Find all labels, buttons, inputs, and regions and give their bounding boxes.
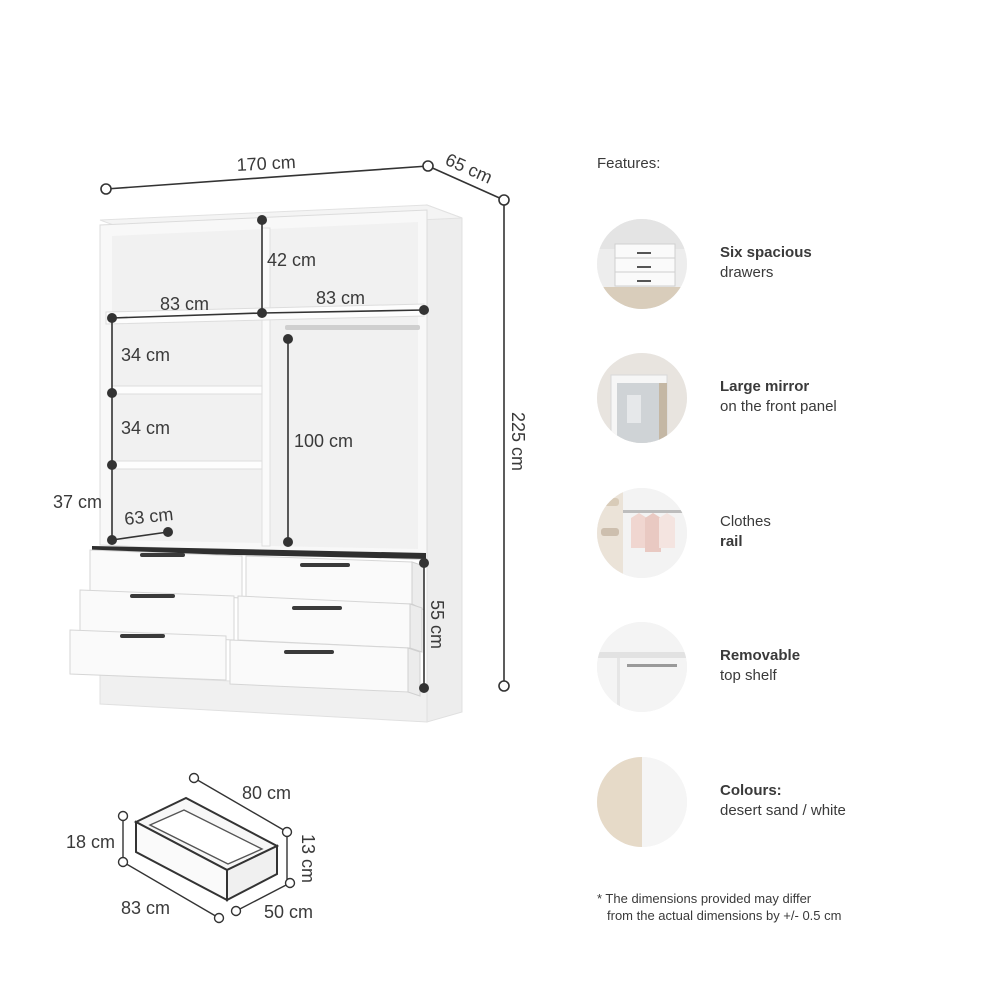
mirror-thumbnail xyxy=(597,353,687,443)
dim-shelf-gap-2-label: 34 cm xyxy=(121,418,170,438)
feature-colours-bold: Colours: xyxy=(720,782,782,799)
note-line-1: * The dimensions provided may differ xyxy=(597,891,812,906)
drawer-4-side xyxy=(409,603,423,653)
clothes-rail xyxy=(285,325,420,330)
feature-rail-bold: rail xyxy=(720,533,743,550)
drawer-handle xyxy=(120,634,165,638)
features-title: Features: xyxy=(597,155,661,172)
drawers-thumbnail xyxy=(597,219,687,309)
feature-rail: Clothes rail xyxy=(597,488,977,578)
rail-thumbnail xyxy=(597,488,687,578)
dim-left-width-label: 83 cm xyxy=(160,294,209,314)
drawer-box-inner xyxy=(148,809,264,865)
dim-width-label: 170 cm xyxy=(236,152,296,175)
colours-thumbnail xyxy=(597,757,687,847)
feature-drawers-normal: drawers xyxy=(720,264,774,281)
drawer-outer-height-label: 18 cm xyxy=(66,832,115,852)
drawer-box-side xyxy=(226,844,278,902)
dimension-dots xyxy=(100,160,510,693)
left-shelf-2 xyxy=(111,460,263,470)
white-swatch xyxy=(642,757,687,847)
left-shelf-1 xyxy=(111,385,263,395)
feature-colours-normal: desert sand / white xyxy=(720,802,846,819)
dim-bottom-height-label: 37 cm xyxy=(53,492,102,512)
drawer-outer-width-label: 83 cm xyxy=(121,898,170,918)
feature-drawers-text: Six spacious drawers xyxy=(720,243,812,283)
drawer-2-side xyxy=(411,561,425,611)
feature-colours: Colours: desert sand / white xyxy=(597,757,977,847)
feature-top-shelf-bold: Removable xyxy=(720,647,801,664)
note-line-2: from the actual dimensions by +/- 0.5 cm xyxy=(607,908,842,923)
center-divider xyxy=(261,227,271,547)
drawer-top-edge xyxy=(92,546,426,559)
right-compartment xyxy=(270,222,418,549)
drawers xyxy=(69,549,425,697)
drawer-width-label: 80 cm xyxy=(242,783,291,803)
feature-drawers: Six spacious drawers xyxy=(597,219,977,309)
feature-top-shelf-normal: top shelf xyxy=(720,667,777,684)
top-shelf-thumbnail xyxy=(597,622,687,712)
dim-drawer-block-label: 55 cm xyxy=(427,600,447,649)
drawer-box-dim-dots xyxy=(117,772,296,924)
dim-rail-height-label: 100 cm xyxy=(294,431,353,451)
dim-right-width-label: 83 cm xyxy=(316,288,365,308)
dim-depth-label: 65 cm xyxy=(442,149,495,187)
feature-rail-normal: Clothes xyxy=(720,513,771,530)
drawer-5 xyxy=(69,629,227,681)
drawer-4 xyxy=(237,595,411,649)
drawer-box-diagram: 80 cm 18 cm 13 cm 83 cm 50 cm xyxy=(66,772,318,924)
drawer-handle xyxy=(130,594,175,598)
dim-height-label: 225 cm xyxy=(508,412,528,471)
drawer-inner-height-label: 13 cm xyxy=(298,834,318,883)
feature-top-shelf: Removable top shelf xyxy=(597,622,977,712)
drawer-handle xyxy=(140,553,185,557)
drawer-6-side xyxy=(407,647,421,697)
feature-drawers-bold: Six spacious xyxy=(720,244,812,261)
feature-mirror-bold: Large mirror xyxy=(720,378,810,395)
dimension-lines xyxy=(105,165,505,688)
drawer-handle xyxy=(300,563,350,567)
desert-sand-swatch xyxy=(597,757,642,847)
feature-mirror-text: Large mirror on the front panel xyxy=(720,377,837,417)
dim-shelf-gap-1-label: 34 cm xyxy=(121,345,170,365)
feature-mirror-normal: on the front panel xyxy=(720,398,837,415)
drawer-handle xyxy=(284,650,334,654)
feature-top-shelf-text: Removable top shelf xyxy=(720,646,800,686)
feature-colours-text: Colours: desert sand / white xyxy=(720,781,846,821)
feature-rail-text: Clothes rail xyxy=(720,512,771,552)
dimensions-note: * The dimensions provided may differ fro… xyxy=(597,890,841,924)
drawer-depth-label: 50 cm xyxy=(264,902,313,922)
drawer-6 xyxy=(229,639,409,693)
dim-top-shelf-label: 42 cm xyxy=(267,250,316,270)
feature-mirror: Large mirror on the front panel xyxy=(597,353,977,443)
drawer-box-dim-lines xyxy=(122,777,291,919)
drawer-handle xyxy=(292,606,342,610)
